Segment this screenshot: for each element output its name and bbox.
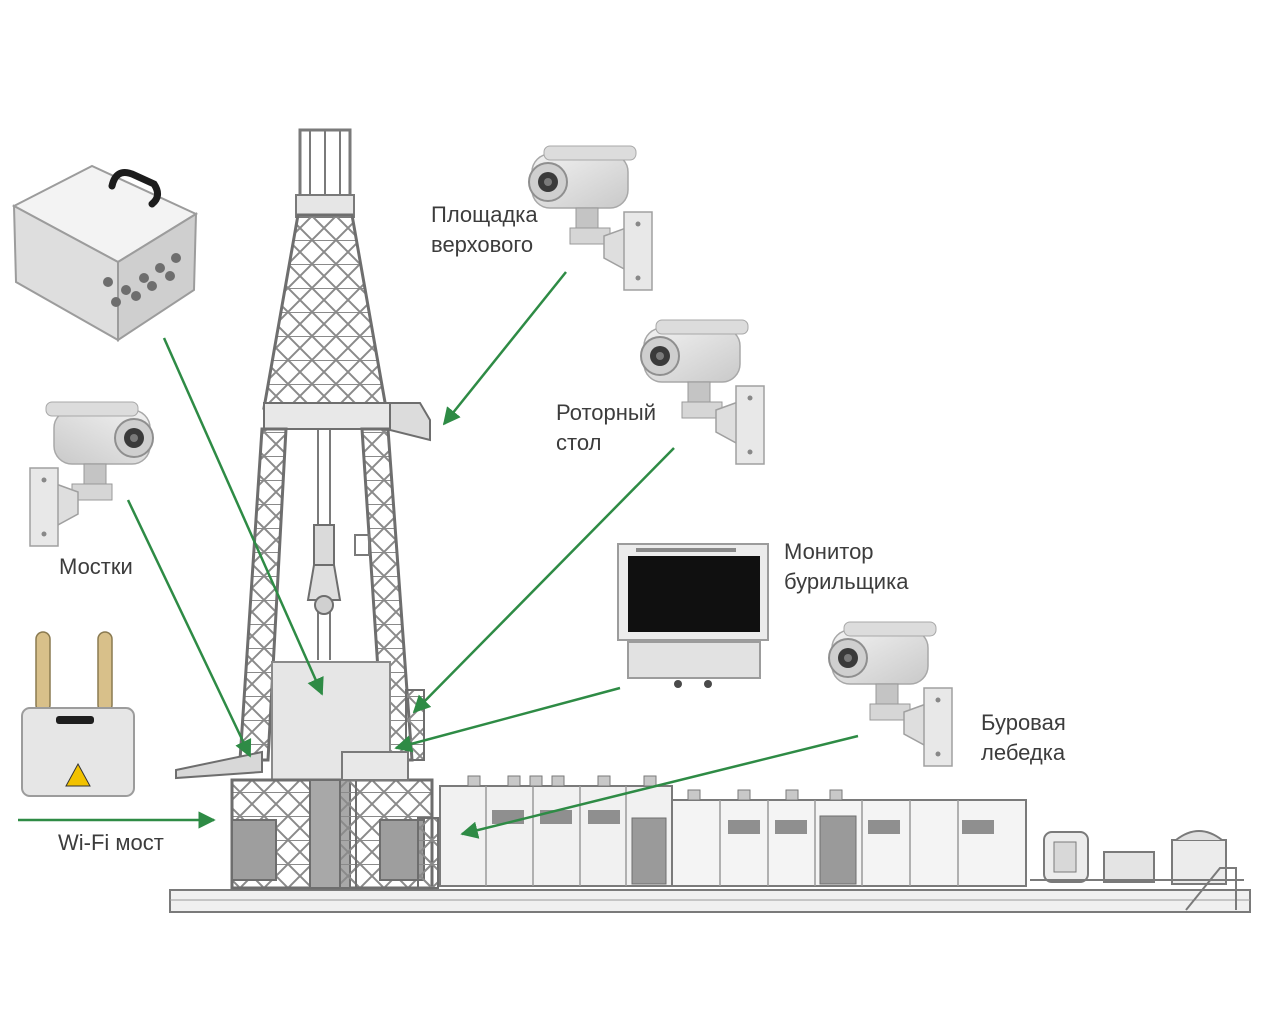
cctv-camera-icon (528, 145, 653, 291)
label-walkway-text: Мостки (59, 554, 133, 579)
label-driller-monitor: Монитор бурильщика (784, 537, 908, 597)
cctv-camera-icon (640, 319, 765, 465)
cctv-camera-icon (29, 401, 154, 547)
junction-box-icon (11, 164, 199, 342)
label-drawworks-line-2: лебедка (981, 740, 1066, 765)
label-walkway: Мостки (59, 552, 133, 582)
modular-buildings (439, 775, 1244, 911)
arrows (18, 271, 859, 839)
cctv-camera-icon (828, 621, 953, 767)
wifi-bridge-icon (21, 631, 135, 797)
drilling-rig (169, 128, 1251, 913)
label-platform: Площадка верхового (431, 200, 538, 260)
label-platform-line-1: Площадка (431, 202, 538, 227)
label-driller-monitor-line-2: бурильщика (784, 569, 909, 594)
label-drawworks: Буровая лебедка (981, 708, 1066, 768)
industrial-monitor-icon (617, 543, 769, 688)
label-rotary-table: Роторный стол (556, 398, 656, 458)
label-rotary-table-line-2: стол (556, 430, 602, 455)
label-wifi-bridge: Wi-Fi мост (58, 828, 164, 858)
label-wifi-bridge-text: Wi-Fi мост (58, 830, 164, 855)
label-rotary-table-line-1: Роторный (556, 400, 657, 425)
label-driller-monitor-line-1: Монитор (784, 539, 874, 564)
label-drawworks-line-1: Буровая (981, 710, 1066, 735)
label-platform-line-2: верхового (431, 232, 534, 257)
